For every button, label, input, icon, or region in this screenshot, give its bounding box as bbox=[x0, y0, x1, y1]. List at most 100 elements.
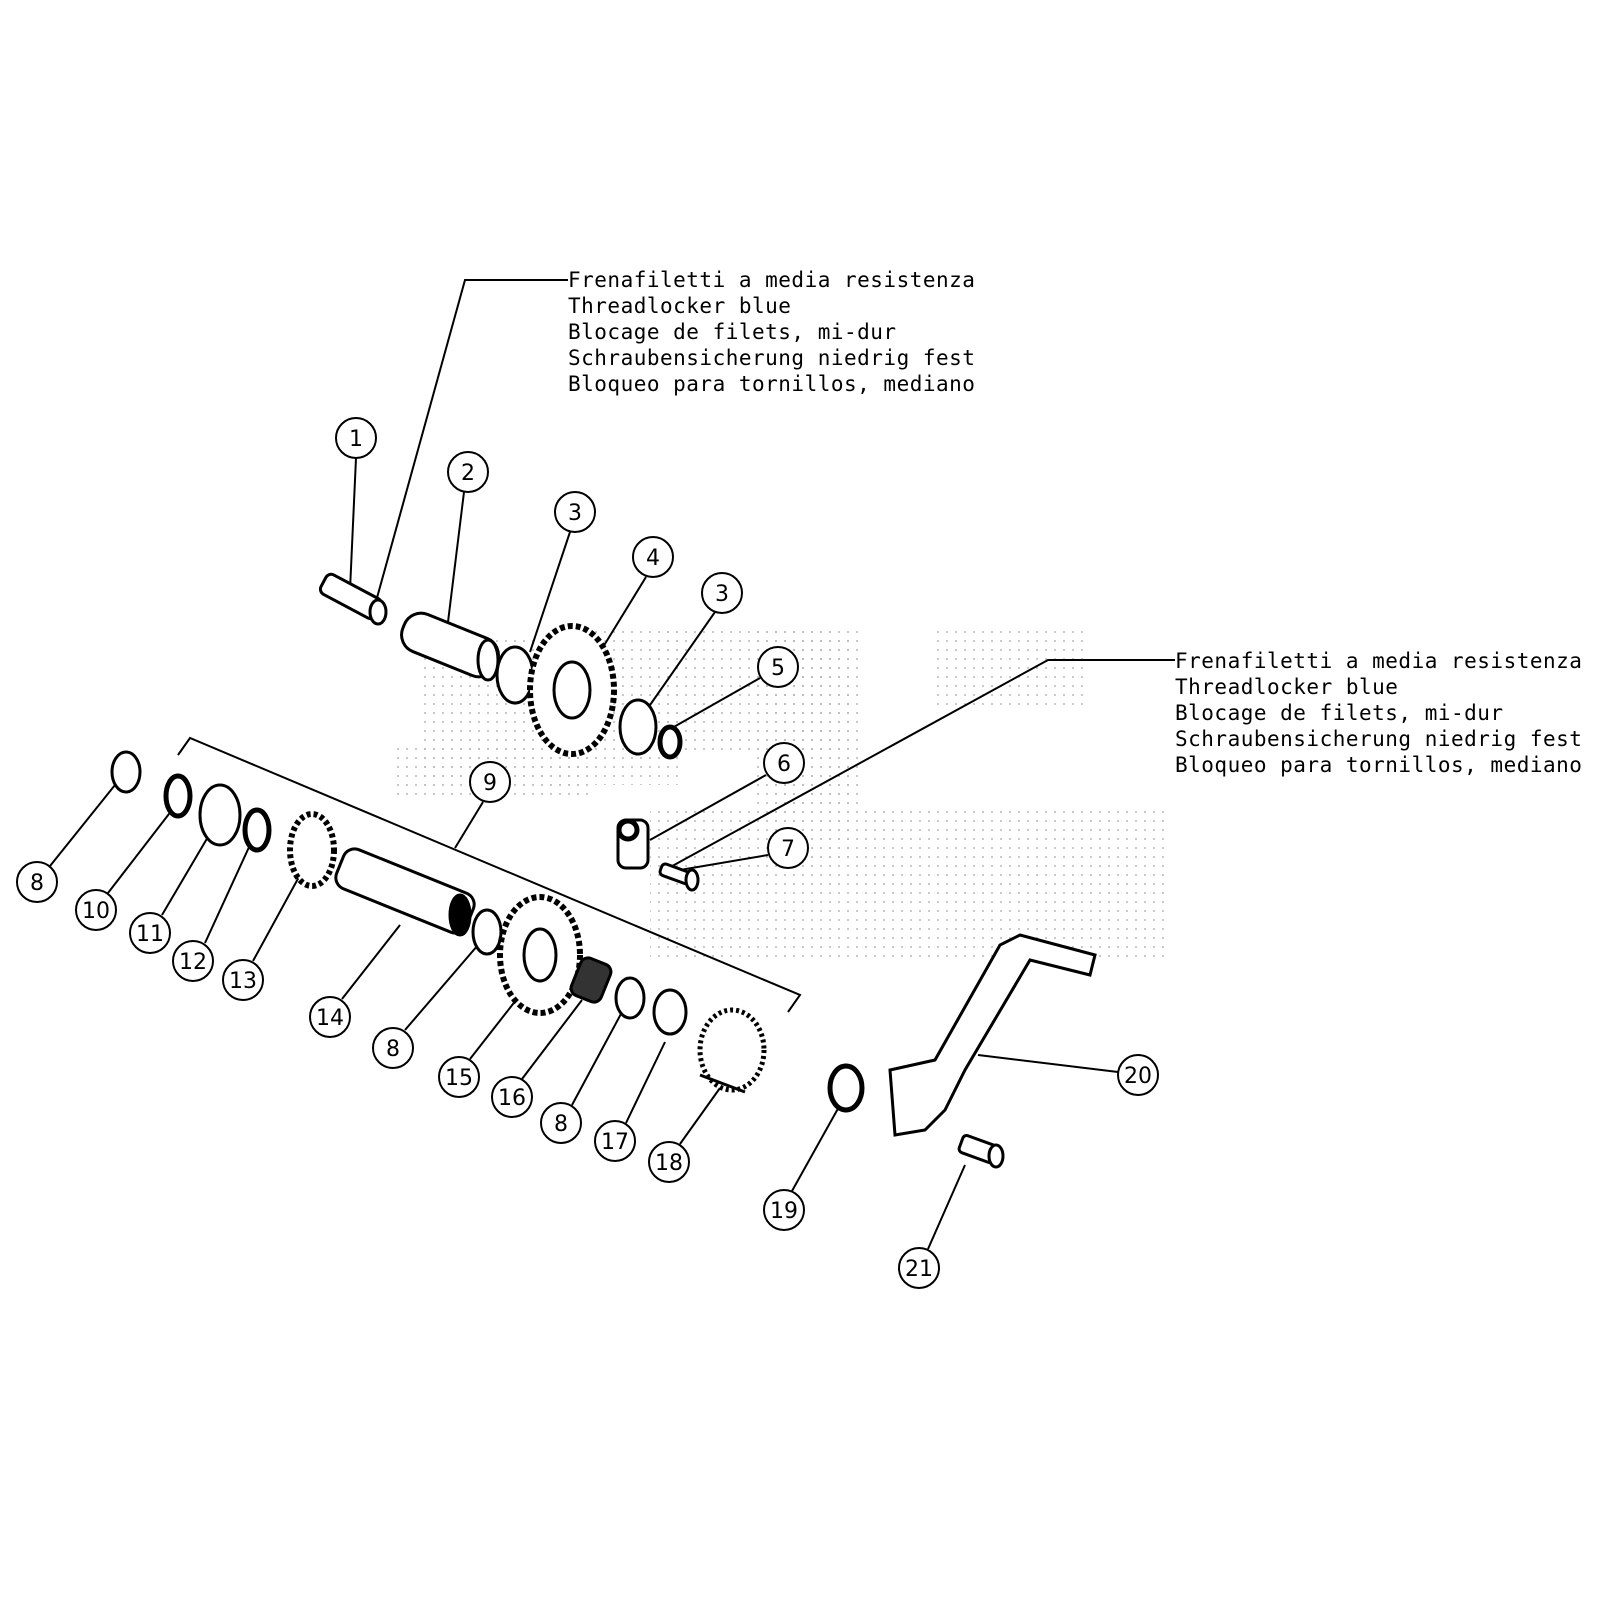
callout-4: 4 bbox=[632, 536, 674, 578]
callout-13: 13 bbox=[222, 959, 264, 1001]
part-10-circlip bbox=[163, 773, 193, 819]
callout-label: 8 bbox=[30, 871, 44, 896]
callout-circle bbox=[469, 761, 511, 803]
callout-15: 15 bbox=[438, 1056, 480, 1098]
callout-label: 20 bbox=[1124, 1064, 1152, 1089]
callout-circle bbox=[75, 889, 117, 931]
callout-18: 18 bbox=[648, 1141, 690, 1183]
callout-label: 19 bbox=[770, 1199, 798, 1224]
part-2-shaft-pin bbox=[400, 611, 500, 682]
part-7-pin bbox=[658, 862, 700, 892]
callout-label: 4 bbox=[646, 546, 660, 571]
callout-19: 19 bbox=[763, 1189, 805, 1231]
callout-circle bbox=[898, 1247, 940, 1289]
callout-circle bbox=[438, 1056, 480, 1098]
callout-label: 1 bbox=[349, 427, 363, 452]
callout-label: 14 bbox=[316, 1006, 344, 1031]
callout-20: 20 bbox=[1117, 1054, 1159, 1096]
part-16-needle-bearing bbox=[569, 956, 613, 1004]
callout-7: 7 bbox=[767, 827, 809, 869]
callout-label: 21 bbox=[905, 1257, 933, 1282]
callout-11: 11 bbox=[129, 912, 171, 954]
callout-circle bbox=[335, 417, 377, 459]
part-3-washer bbox=[618, 698, 658, 756]
note-line: Bloqueo para tornillos, mediano bbox=[568, 372, 976, 396]
callout-circle bbox=[1117, 1054, 1159, 1096]
callout-circle bbox=[491, 1076, 533, 1118]
callout-circle bbox=[757, 646, 799, 688]
part-20-kickstart-lever bbox=[888, 933, 1097, 1137]
note-line: Blocage de filets, mi-dur bbox=[568, 320, 897, 344]
callout-2: 2 bbox=[447, 451, 489, 493]
callout-14: 14 bbox=[309, 996, 351, 1038]
callout-16: 16 bbox=[491, 1076, 533, 1118]
callout-12: 12 bbox=[172, 940, 214, 982]
part-19-oil-seal bbox=[827, 1063, 865, 1113]
callout-circle bbox=[767, 827, 809, 869]
part-12-circlip bbox=[242, 807, 272, 853]
callout-label: 7 bbox=[781, 837, 795, 862]
callout-9: 9 bbox=[469, 761, 511, 803]
note-line: Schraubensicherung niedrig fest bbox=[568, 346, 976, 370]
part-8-washer bbox=[110, 750, 142, 794]
callout-circle bbox=[16, 861, 58, 903]
callout-8: 8 bbox=[372, 1027, 414, 1069]
callout-8: 8 bbox=[540, 1102, 582, 1144]
callout-circle bbox=[763, 1189, 805, 1231]
part-11-washer bbox=[198, 783, 242, 847]
callout-circle bbox=[632, 536, 674, 578]
part-8-washer bbox=[614, 976, 646, 1020]
callout-17: 17 bbox=[594, 1120, 636, 1162]
callout-circle bbox=[763, 742, 805, 784]
callout-label: 10 bbox=[82, 899, 110, 924]
callout-21: 21 bbox=[898, 1247, 940, 1289]
watermark bbox=[390, 625, 1170, 960]
callout-label: 6 bbox=[777, 752, 791, 777]
callout-circle bbox=[309, 996, 351, 1038]
note-line: Blocage de filets, mi-dur bbox=[1175, 701, 1504, 725]
callout-circle bbox=[648, 1141, 690, 1183]
callout-3: 3 bbox=[554, 491, 596, 533]
callout-circle bbox=[172, 940, 214, 982]
callout-circle bbox=[129, 912, 171, 954]
callout-label: 8 bbox=[554, 1112, 568, 1137]
callout-label: 3 bbox=[715, 582, 729, 607]
callout-5: 5 bbox=[757, 646, 799, 688]
callout-8: 8 bbox=[16, 861, 58, 903]
part-21-bolt bbox=[957, 1134, 1005, 1169]
part-18-spring bbox=[697, 1007, 767, 1094]
part-1-bolt-sleeve bbox=[318, 572, 388, 626]
callout-10: 10 bbox=[75, 889, 117, 931]
callout-circle bbox=[701, 572, 743, 614]
callout-label: 11 bbox=[136, 922, 164, 947]
note-line: Frenafiletti a media resistenza bbox=[568, 268, 976, 292]
callout-label: 2 bbox=[461, 461, 475, 486]
callout-circle bbox=[594, 1120, 636, 1162]
note-line: Frenafiletti a media resistenza bbox=[1175, 649, 1583, 673]
callout-circle bbox=[372, 1027, 414, 1069]
note-line: Schraubensicherung niedrig fest bbox=[1175, 727, 1583, 751]
callout-3: 3 bbox=[701, 572, 743, 614]
callout-circle bbox=[540, 1102, 582, 1144]
part-13-ratchet bbox=[287, 811, 337, 889]
part-8-washer bbox=[471, 908, 503, 956]
callout-label: 12 bbox=[179, 950, 207, 975]
callout-label: 15 bbox=[445, 1066, 473, 1091]
callout-label: 9 bbox=[483, 771, 497, 796]
part-5-circlip bbox=[657, 724, 683, 760]
callout-label: 8 bbox=[386, 1037, 400, 1062]
callout-1: 1 bbox=[335, 417, 377, 459]
part-4-gear bbox=[527, 623, 617, 757]
part-15-gear bbox=[497, 894, 583, 1016]
callout-label: 5 bbox=[771, 656, 785, 681]
part-6-pawl bbox=[616, 818, 650, 870]
callout-label: 18 bbox=[655, 1151, 683, 1176]
part-17-bushing bbox=[652, 988, 688, 1036]
part-14-kickstart-shaft bbox=[334, 847, 476, 937]
leader-lines bbox=[49, 279, 1175, 1250]
callout-circle bbox=[447, 451, 489, 493]
